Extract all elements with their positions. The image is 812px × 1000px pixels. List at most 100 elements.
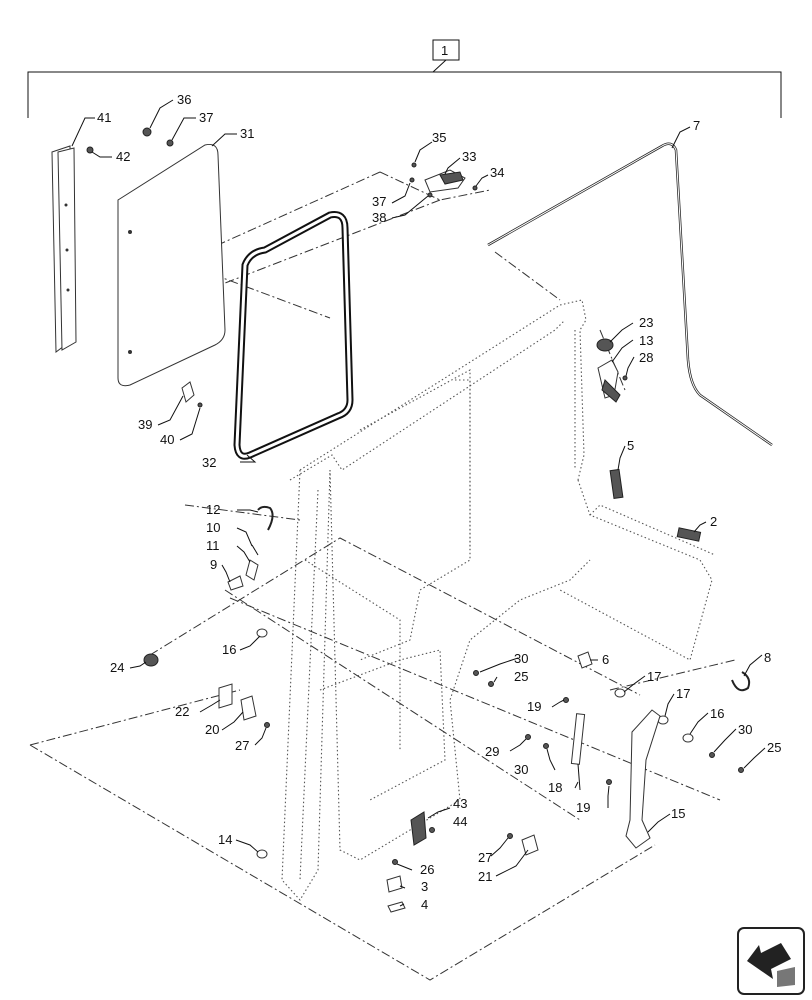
part-7-cable[interactable]: [487, 142, 773, 447]
part-14-ring[interactable]: [256, 849, 268, 859]
callout-5[interactable]: 5: [627, 438, 634, 453]
part-35-pin[interactable]: [411, 162, 417, 168]
part-30-washer-b[interactable]: [709, 752, 715, 758]
part-42-screw[interactable]: [86, 146, 94, 154]
callout-15[interactable]: 15: [671, 806, 685, 821]
callout-21[interactable]: 21: [478, 869, 492, 884]
callout-29[interactable]: 29: [485, 744, 499, 759]
part-26-screw[interactable]: [392, 859, 398, 865]
callout-10[interactable]: 10: [206, 520, 220, 535]
part-25-bolt-a[interactable]: [488, 681, 494, 687]
part-16-washer-right[interactable]: [682, 733, 694, 743]
callout-24[interactable]: 24: [110, 660, 124, 675]
callout-17-right[interactable]: 17: [676, 686, 690, 701]
callout-20[interactable]: 20: [205, 722, 219, 737]
part-29-washer[interactable]: [525, 734, 531, 740]
callout-37-latch[interactable]: 37: [372, 194, 386, 209]
part-19-bolt-b[interactable]: [606, 779, 612, 785]
callout-40[interactable]: 40: [160, 432, 174, 447]
part-25-bolt-b[interactable]: [738, 767, 744, 773]
callout-18[interactable]: 18: [548, 780, 562, 795]
callout-44[interactable]: 44: [453, 814, 467, 829]
part-37-washer-top[interactable]: [166, 139, 174, 147]
part-18-gas-strut[interactable]: [570, 713, 586, 791]
part-19-bolt-a[interactable]: [563, 697, 569, 703]
callout-11[interactable]: 11: [206, 538, 220, 553]
callout-39[interactable]: 39: [138, 417, 152, 432]
callout-41[interactable]: 41: [97, 110, 111, 125]
callout-16-right[interactable]: 16: [710, 706, 724, 721]
callout-43[interactable]: 43: [453, 796, 467, 811]
callout-42[interactable]: 42: [116, 149, 130, 164]
callout-38[interactable]: 38: [372, 210, 386, 225]
part-17-bushing-a[interactable]: [614, 688, 626, 698]
part-22-bracket[interactable]: [218, 683, 233, 709]
callout-26[interactable]: 26: [420, 862, 434, 877]
next-page-arrow-icon[interactable]: [737, 927, 805, 995]
part-4-plate[interactable]: [387, 901, 406, 913]
callout-4[interactable]: 4: [421, 897, 428, 912]
callout-30-top[interactable]: 30: [514, 651, 528, 666]
callout-22[interactable]: 22: [175, 704, 189, 719]
part-44-screw[interactable]: [429, 827, 435, 833]
callout-32[interactable]: 32: [202, 455, 216, 470]
part-41-trim-strip[interactable]: [51, 145, 77, 353]
callout-31[interactable]: 31: [240, 126, 254, 141]
part-12-cable[interactable]: [257, 505, 274, 531]
part-37-washer-latch[interactable]: [409, 177, 415, 183]
callout-36[interactable]: 36: [177, 92, 191, 107]
callout-19-top[interactable]: 19: [527, 699, 541, 714]
callout-25-top[interactable]: 25: [514, 669, 528, 684]
part-38-screw[interactable]: [427, 192, 433, 198]
callout-3[interactable]: 3: [421, 879, 428, 894]
callout-34[interactable]: 34: [490, 165, 504, 180]
part-6-clip[interactable]: [577, 651, 593, 669]
callout-35[interactable]: 35: [432, 130, 446, 145]
callout-16-left[interactable]: 16: [222, 642, 236, 657]
part-2-pad[interactable]: [676, 527, 702, 542]
callout-27-right[interactable]: 27: [478, 850, 492, 865]
part-30-washer-c[interactable]: [543, 743, 549, 749]
callout-7[interactable]: 7: [693, 118, 700, 133]
part-3-clip[interactable]: [386, 875, 403, 893]
callout-1[interactable]: 1: [441, 43, 448, 58]
callout-2[interactable]: 2: [710, 514, 717, 529]
part-15-link-arm[interactable]: [625, 709, 661, 849]
callout-25-right[interactable]: 25: [767, 740, 781, 755]
part-27-screw-left[interactable]: [264, 722, 270, 728]
part-11-latch-pin[interactable]: [245, 559, 259, 581]
part-13-handle[interactable]: [597, 359, 621, 403]
part-9-bolt[interactable]: [227, 575, 244, 591]
part-20-bracket[interactable]: [240, 695, 257, 721]
callout-8[interactable]: 8: [764, 650, 771, 665]
part-31-window-glass[interactable]: [117, 144, 226, 387]
part-32-window-seal[interactable]: [233, 211, 354, 460]
callout-6[interactable]: 6: [602, 652, 609, 667]
callout-12[interactable]: 12: [206, 502, 220, 517]
part-34-screw[interactable]: [472, 185, 478, 191]
part-21-bracket[interactable]: [521, 834, 539, 856]
callout-13[interactable]: 13: [639, 333, 653, 348]
callout-28[interactable]: 28: [639, 350, 653, 365]
part-36-nut[interactable]: [142, 127, 152, 137]
part-43-bracket[interactable]: [410, 811, 427, 846]
part-10-spring[interactable]: [251, 544, 259, 556]
callout-17-top[interactable]: 17: [647, 669, 661, 684]
callout-14[interactable]: 14: [218, 832, 232, 847]
part-30-washer-a[interactable]: [473, 670, 479, 676]
callout-33[interactable]: 33: [462, 149, 476, 164]
part-5-pad[interactable]: [609, 468, 624, 499]
callout-9[interactable]: 9: [210, 557, 217, 572]
callout-30-right[interactable]: 30: [738, 722, 752, 737]
part-16-washer-left[interactable]: [256, 628, 268, 638]
part-40-bolt[interactable]: [197, 402, 203, 408]
part-39-hinge[interactable]: [181, 381, 195, 403]
callout-30-bottom[interactable]: 30: [514, 762, 528, 777]
callout-19-bottom[interactable]: 19: [576, 800, 590, 815]
part-23-grommet[interactable]: [596, 338, 614, 352]
part-28-screw[interactable]: [622, 375, 628, 381]
callout-23[interactable]: 23: [639, 315, 653, 330]
callout-37-top[interactable]: 37: [199, 110, 213, 125]
part-33-latch[interactable]: [424, 169, 466, 193]
callout-27-left[interactable]: 27: [235, 738, 249, 753]
